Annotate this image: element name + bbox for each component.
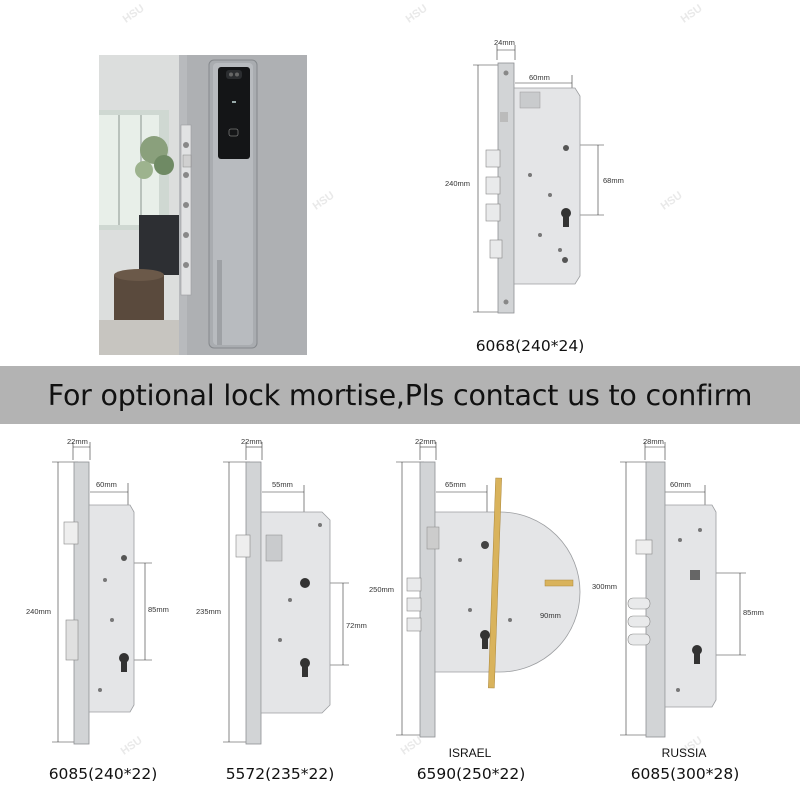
dim-backset: 60mm	[529, 73, 550, 82]
watermark: HSU	[403, 2, 430, 26]
dim-faceplate: 22mm	[67, 437, 88, 446]
region-label: RUSSIA	[661, 746, 707, 760]
dim-backset: 65mm	[445, 480, 466, 489]
model-label: 5572(235*22)	[225, 765, 335, 783]
dim-center: 85mm	[743, 608, 764, 617]
model-label: 6085(300*28)	[630, 765, 740, 783]
dim-center: 72mm	[346, 621, 367, 630]
banner-text: For optional lock mortise,Pls contact us…	[47, 378, 753, 412]
dim-backset: 60mm	[670, 480, 691, 489]
model-label: 6068(240*24)	[475, 337, 585, 355]
region-label: ISRAEL	[448, 746, 492, 760]
watermark: HSU	[310, 189, 337, 213]
dim-faceplate: 28mm	[643, 437, 664, 446]
dim-backset: 55mm	[272, 480, 293, 489]
watermark: HSU	[120, 2, 147, 26]
dim-length: 235mm	[196, 607, 221, 616]
dim-length: 250mm	[369, 585, 394, 594]
dim-center: 85mm	[148, 605, 169, 614]
dim-center: 90mm	[540, 611, 561, 620]
product-photo	[99, 55, 307, 355]
dim-length: 300mm	[592, 582, 617, 591]
dim-faceplate: 22mm	[241, 437, 262, 446]
dim-backset: 60mm	[96, 480, 117, 489]
dim-faceplate: 24mm	[494, 38, 515, 47]
model-label: 6085(240*22)	[48, 765, 158, 783]
watermark: HSU	[678, 2, 705, 26]
dim-center: 68mm	[603, 176, 624, 185]
model-label: 6590(250*22)	[416, 765, 526, 783]
dim-length: 240mm	[26, 607, 51, 616]
watermark: HSU	[658, 189, 685, 213]
info-banner: For optional lock mortise,Pls contact us…	[0, 366, 800, 424]
watermark: HSU	[398, 734, 425, 758]
watermark: HSU	[118, 734, 145, 758]
dim-length: 240mm	[445, 179, 470, 188]
dim-faceplate: 22mm	[415, 437, 436, 446]
